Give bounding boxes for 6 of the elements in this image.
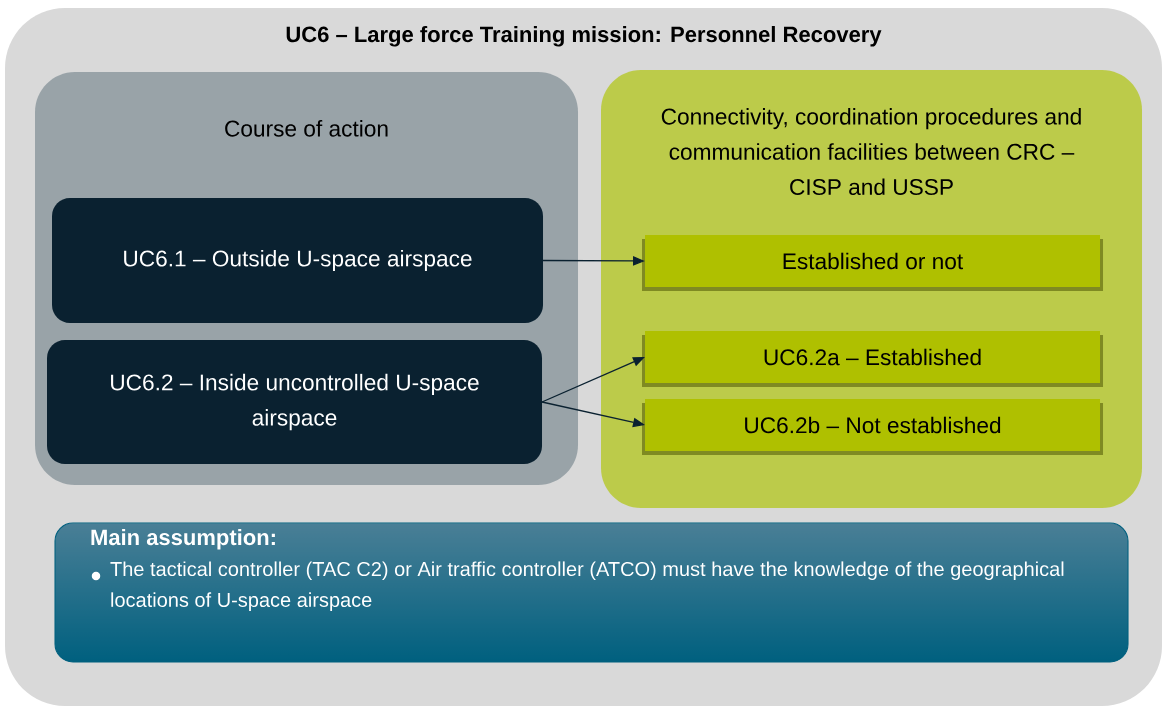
option-box: UC6.2 – Inside uncontrolled U-space airspace [47,340,542,464]
status-box: Established or not [642,235,1103,291]
status-box: UC6.2a – Established [642,331,1103,387]
status-box: UC6.2b – Not established [642,399,1103,455]
assumption-box: Main assumption: The tactical controller (TAC C2) or Air traffic controller (ATCO) must have the knowledge of the geographical locations of U-space airspace [54,522,1129,663]
option-box: UC6.1 – Outside U-space airspace [52,198,543,323]
